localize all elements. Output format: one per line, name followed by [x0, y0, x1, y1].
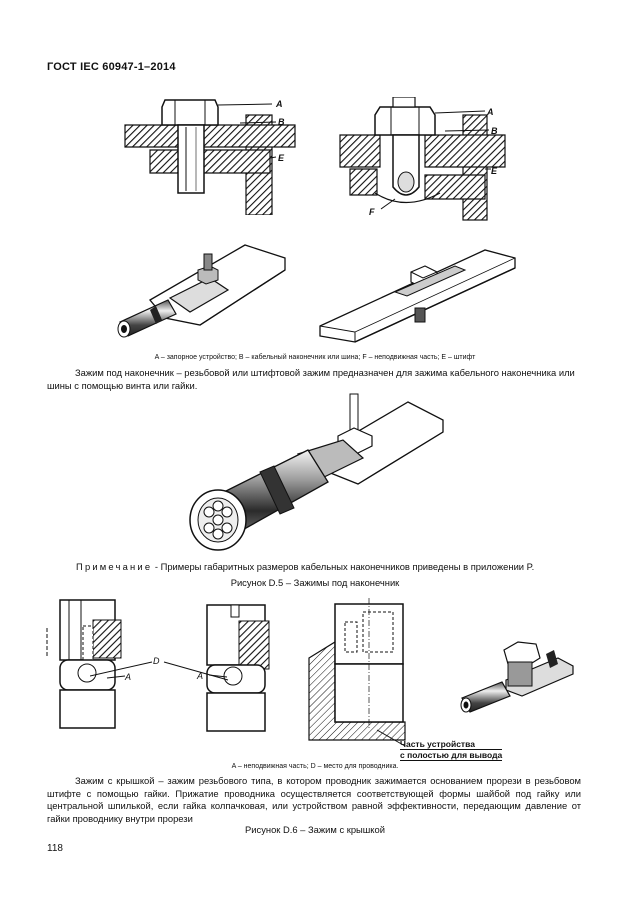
figure-d5-caption: Рисунок D.5 – Зажимы под наконечник — [230, 577, 400, 588]
mantle-terminal-middle: A — [196, 604, 270, 732]
figure-d6-legend: A – неподвижная часть; D – место для про… — [231, 763, 399, 770]
d-leader-lines: D — [90, 656, 229, 681]
figure-d6-description: Зажим с крышкой – зажим резьбового типа,… — [47, 775, 581, 824]
page-number: 118 — [47, 843, 63, 854]
label-b: B — [278, 117, 285, 127]
note-text: - Примеры габаритных размеров кабельных … — [152, 561, 535, 572]
lug-terminal-section-right: A B E F — [339, 97, 506, 221]
label-e: E — [278, 153, 285, 163]
label-a: A — [486, 107, 494, 117]
bolt-through-strip-illustration — [319, 249, 516, 343]
label-e: E — [491, 166, 498, 176]
figure-d5-description: Зажим под наконечник – резьбовой или шти… — [47, 367, 575, 391]
device-part-label: Часть устройства с полостью для вывода — [400, 739, 503, 761]
mantle-terminal-left: A — [46, 599, 131, 729]
label-a: A — [124, 672, 131, 682]
label-f: F — [369, 207, 375, 217]
note-label: Примечание — [76, 561, 153, 572]
label-a: A — [196, 671, 203, 681]
mantle-terminal-section — [308, 598, 406, 747]
cable-lug-illustration — [189, 393, 444, 551]
label-d: D — [153, 656, 160, 666]
device-part-label-line2: с полостью для вывода — [400, 750, 503, 761]
figure-d6-caption: Рисунок D.6 – Зажим с крышкой — [245, 824, 385, 835]
lug-terminal-section-left: A B E — [124, 99, 296, 215]
label-b: B — [491, 126, 498, 136]
figure-d5-legend: A – запорное устройство; B – кабельный н… — [154, 354, 476, 361]
lug-on-busbar-illustration — [117, 244, 286, 338]
mantle-terminal-perspective — [460, 641, 574, 713]
document-header: ГОСТ IEC 60947-1–2014 — [47, 61, 176, 73]
figure-d5-note: Примечание - Примеры габаритных размеров… — [76, 561, 534, 572]
device-part-label-line1: Часть устройства — [400, 739, 503, 750]
label-a: A — [275, 99, 283, 109]
